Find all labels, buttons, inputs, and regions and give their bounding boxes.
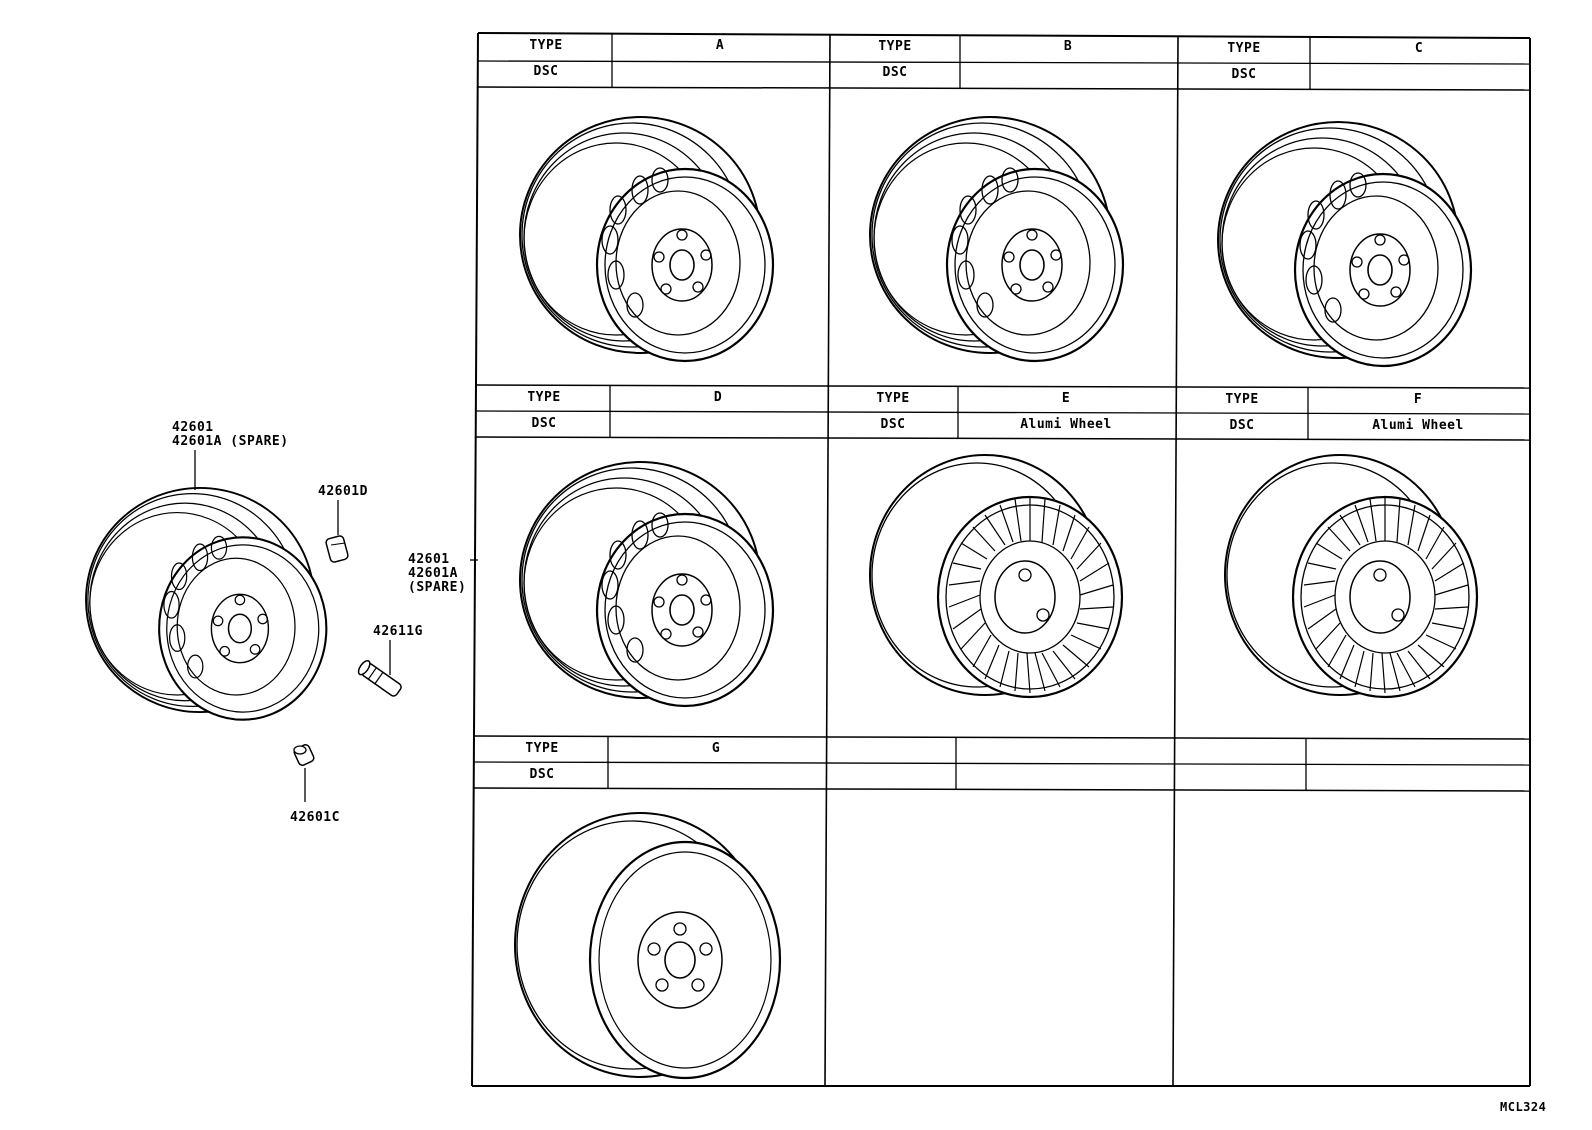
part-number-valve-cap: 42601D [318,484,368,499]
type-label-g: TYPE [525,741,559,756]
type-value-e: E [1061,391,1071,406]
type-label-e: TYPE [876,391,910,406]
figure-code: MCL324 [1500,1100,1547,1114]
dsc-label-d: DSC [531,416,557,431]
type-value-a: A [715,38,725,53]
wheel-type-a-drawing [518,115,775,363]
dsc-label-a: DSC [533,64,559,79]
type-value-d: D [713,390,723,405]
part-number-valve-core: 42601C [290,810,340,825]
part-number-wheel-spare: 42601A (SPARE) [172,434,289,449]
part-number-valve-stem: 42611G [373,624,423,639]
type-value-f: F [1413,392,1423,407]
part-number-wheel: 42601 [172,420,214,435]
valve-core-drawing [293,744,315,802]
type-value-g: G [711,741,721,756]
type-value-c: C [1414,41,1424,56]
type-label-a: TYPE [529,38,563,53]
valve-cap-drawing [325,500,349,563]
callout-wheel-spare: 42601A [408,566,458,581]
valve-stem-drawing [357,640,402,697]
callout-wheel-spare-note: (SPARE) [408,580,467,595]
callout-wheel: 42601 [408,552,450,567]
dsc-label-b: DSC [882,65,908,80]
main-wheel-drawing [84,486,328,721]
type-value-b: B [1063,39,1073,54]
dsc-value-e: Alumi Wheel [1020,417,1112,432]
type-label-d: TYPE [527,390,561,405]
wheel-type-f-drawing [1223,453,1479,699]
dsc-label-c: DSC [1231,67,1257,82]
type-table-grid [471,32,1531,1087]
dsc-label-e: DSC [880,417,906,432]
wheel-type-c-drawing [1216,120,1473,368]
dsc-value-f: Alumi Wheel [1372,418,1464,433]
type-label-f: TYPE [1225,392,1259,407]
wheel-type-g-drawing [513,811,782,1080]
wheel-type-e-drawing [868,453,1124,699]
type-label-b: TYPE [878,39,912,54]
wheel-type-d-drawing [518,460,775,708]
dsc-label-f: DSC [1229,418,1255,433]
type-label-c: TYPE [1227,41,1261,56]
dsc-label-g: DSC [529,767,555,782]
wheel-type-b-drawing [868,115,1125,363]
